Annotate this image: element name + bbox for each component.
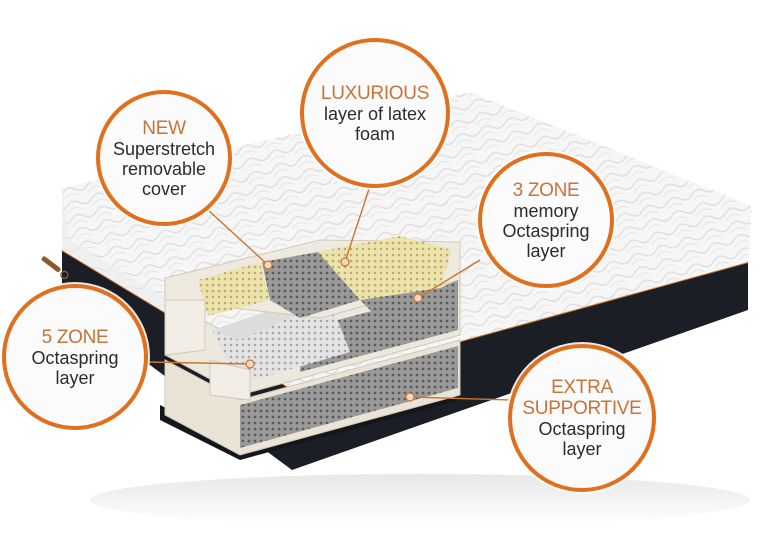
callout-line: layer [562, 439, 602, 459]
cross-section [160, 236, 461, 460]
callout-line: layer of latex [323, 103, 427, 124]
callout-luxurious-latex: LUXURIOUS layer of latex foam [300, 38, 450, 188]
callout-highlight: 3 ZONE [512, 179, 580, 201]
callout-5-zone-octaspring: 5 ZONE Octaspring layer [2, 284, 148, 430]
callout-highlight: SUPPORTIVE [522, 398, 642, 419]
brand-logo [41, 256, 69, 280]
callout-line: foam [354, 123, 396, 144]
callout-line: removable [121, 158, 207, 179]
callout-3-zone-memory: 3 ZONE memory Octaspring layer [478, 152, 614, 288]
callout-line: Octaspring [31, 347, 119, 368]
callout-line: cover [141, 178, 186, 199]
floor-shadow [90, 474, 750, 526]
callout-highlight: EXTRA [551, 377, 613, 398]
callout-highlight: LUXURIOUS [320, 82, 430, 104]
callout-line: layer [55, 367, 95, 388]
callout-line: Octaspring [502, 220, 590, 241]
callout-highlight: NEW [142, 117, 186, 139]
callout-extra-supportive: EXTRA SUPPORTIVE Octaspring layer [508, 344, 656, 492]
callout-line: layer [526, 240, 566, 261]
callout-highlight: 5 ZONE [41, 326, 109, 348]
callout-new-cover: NEW Superstretch removable cover [96, 90, 232, 226]
leader-lines [147, 185, 511, 401]
leader-dots [245, 257, 423, 402]
callout-line: Octaspring [538, 419, 626, 439]
callout-line: memory [513, 200, 579, 221]
callout-line: Superstretch [112, 138, 216, 159]
